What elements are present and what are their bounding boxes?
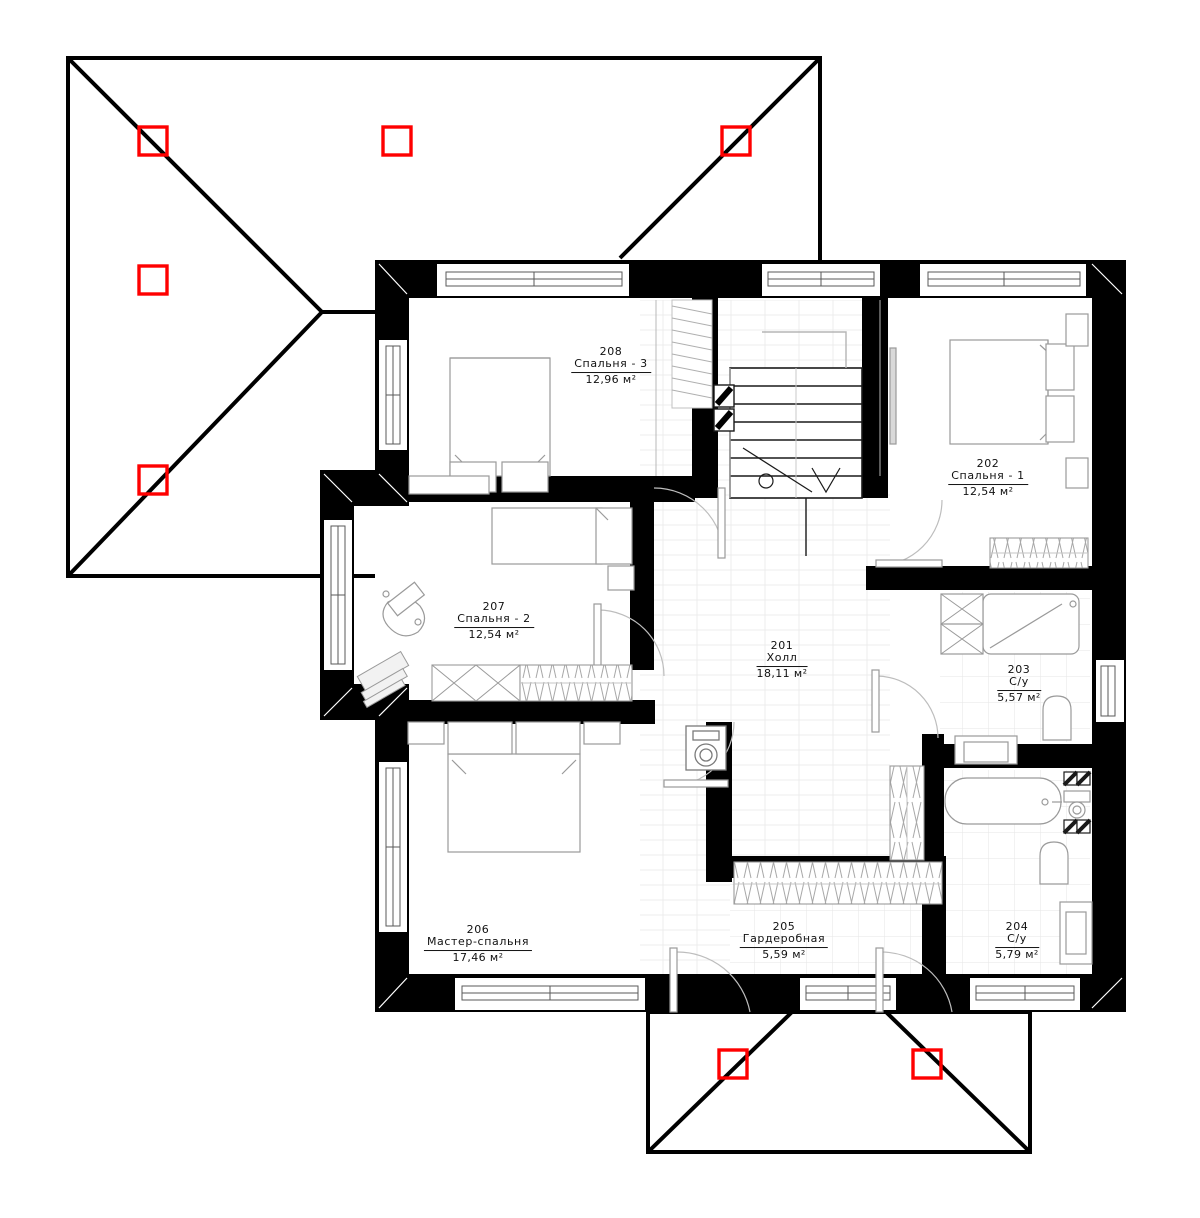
bed-207 [491, 507, 635, 591]
column-marker [911, 1048, 943, 1080]
misc-lines [655, 300, 881, 476]
blinds-208 [671, 299, 713, 409]
bed-206 [407, 721, 621, 853]
roof-panel-bottom [646, 1010, 1032, 1154]
wardrobe-201 [889, 765, 925, 861]
column-marker [137, 464, 169, 496]
desk-207 [356, 650, 410, 709]
wardrobe-207 [431, 664, 633, 702]
column-marker [137, 264, 169, 296]
bathroom-203-fixtures [940, 593, 1080, 765]
column-marker [137, 125, 169, 157]
wardrobe-202 [989, 537, 1089, 569]
column-marker [381, 125, 413, 157]
doors[interactable] [593, 384, 953, 1013]
wall-corner-hatch [323, 263, 1123, 1009]
window-glazing [330, 271, 1116, 1001]
washing-machine-201 [685, 725, 727, 771]
staircase [729, 331, 863, 556]
column-marker [720, 125, 752, 157]
armchair-207 [382, 581, 426, 637]
bed-208 [408, 357, 551, 495]
column-marker [717, 1048, 749, 1080]
bed-202 [889, 313, 1089, 489]
wardrobe-205 [733, 861, 943, 905]
bathroom-204-fixtures [944, 770, 1093, 965]
column-markers [137, 125, 943, 1080]
